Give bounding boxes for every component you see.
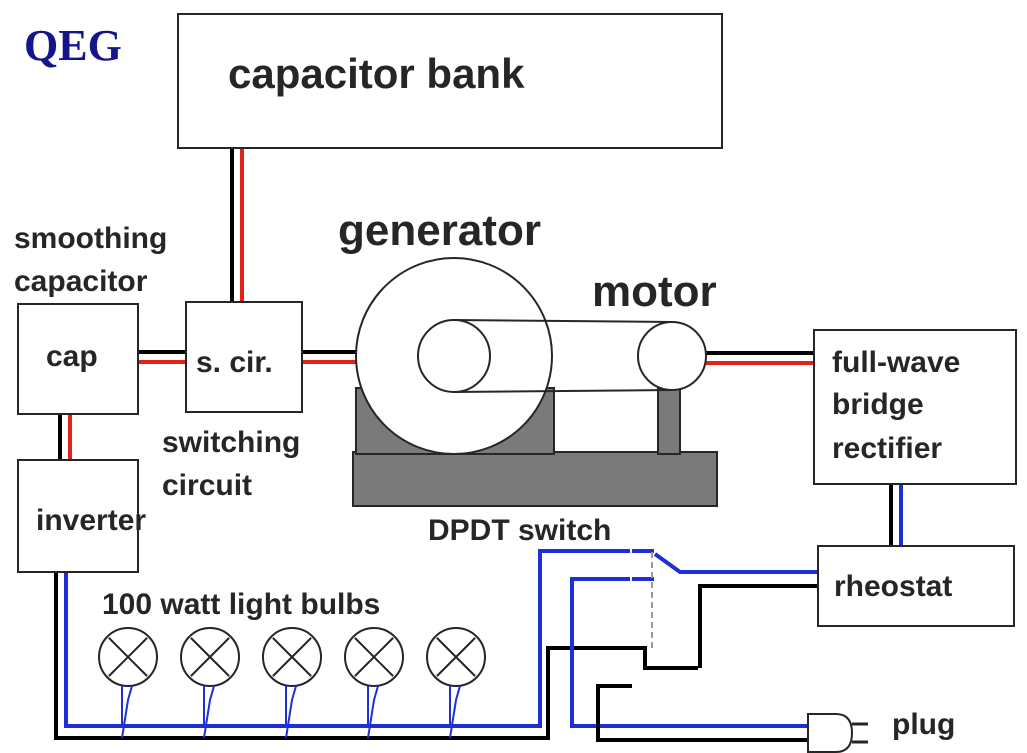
rectifier-label-2: bridge	[832, 388, 924, 421]
switching-circuit-box	[185, 301, 303, 413]
light-bulbs	[98, 627, 486, 739]
drive-belt-bottom	[453, 389, 673, 393]
bulbs-label: 100 watt light bulbs	[102, 588, 380, 621]
generator-label: generator	[338, 206, 541, 255]
capacitor-bank-label: capacitor bank	[228, 50, 525, 97]
drive-belt-top	[453, 319, 673, 323]
dpdt-switch	[632, 549, 654, 648]
inverter-box	[17, 459, 139, 573]
smoothing-label-2: capacitor	[14, 265, 148, 298]
wire-rheo-switch-black	[698, 584, 818, 668]
motor-mount	[657, 387, 681, 455]
switching-circuit-box-label: s. cir.	[196, 346, 273, 379]
wire-inverter-bus-black	[54, 572, 698, 740]
generator-pulley	[417, 319, 491, 393]
light-bulb-icon	[426, 627, 486, 739]
rheostat-label: rheostat	[834, 570, 952, 603]
rectifier-label-1: full-wave	[832, 346, 960, 379]
wires	[54, 148, 903, 742]
switching-label-2: circuit	[162, 469, 252, 502]
wire-switch-plug-black	[596, 684, 808, 742]
rheostat-box	[817, 545, 1015, 627]
rectifier-box	[813, 329, 1017, 485]
cap-label: cap	[46, 340, 98, 373]
smoothing-label-1: smoothing	[14, 222, 167, 255]
capacitor-bank-box	[177, 13, 723, 149]
plug-label: plug	[892, 708, 955, 741]
motor-label: motor	[592, 267, 717, 316]
wire-switch-plug-blue	[570, 577, 808, 728]
wire-inverter-bus-blue	[64, 549, 630, 728]
light-bulb-icon	[262, 627, 322, 739]
cap-box	[17, 303, 139, 415]
diagram-title: QEG	[24, 21, 122, 70]
plug-icon	[807, 713, 868, 753]
light-bulb-icon	[344, 627, 404, 739]
wire-rheo-switch-blue	[653, 552, 818, 574]
light-bulb-icon	[98, 627, 158, 739]
switching-label-1: switching	[162, 426, 300, 459]
light-bulb-icon	[180, 627, 240, 739]
machine-assembly	[352, 257, 718, 507]
rectifier-label-3: rectifier	[832, 432, 942, 465]
motor-pulley	[637, 321, 707, 391]
inverter-label: inverter	[36, 504, 146, 537]
machine-base	[352, 451, 718, 507]
dpdt-label: DPDT switch	[428, 514, 611, 547]
